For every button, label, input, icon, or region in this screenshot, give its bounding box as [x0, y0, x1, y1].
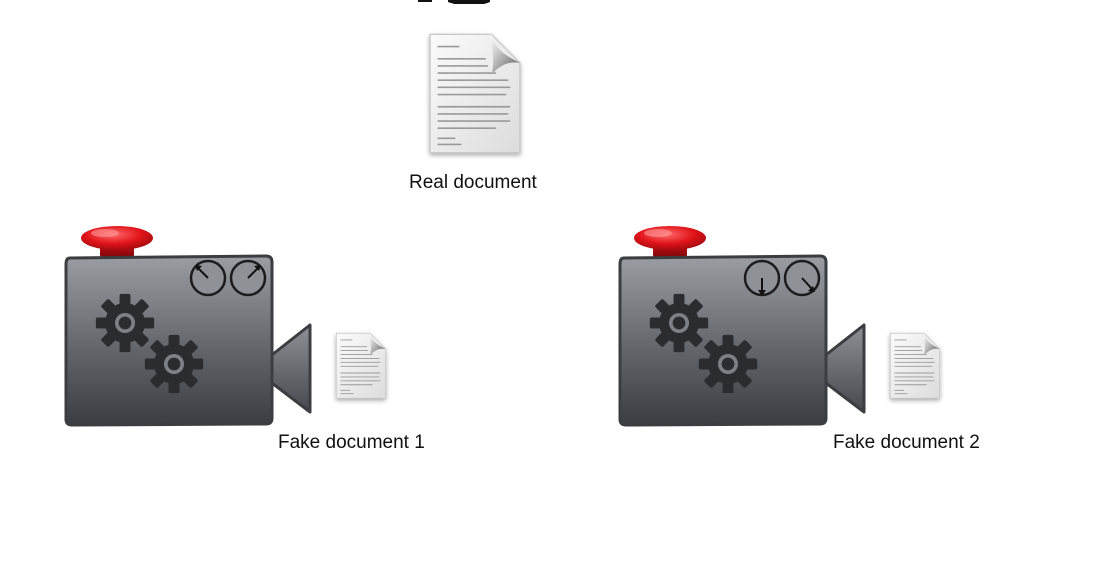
fake-document-1-label: Fake document 1 [278, 432, 425, 453]
fake-document-1-icon [335, 332, 387, 399]
gear-icon [95, 293, 155, 353]
dial-icon [743, 259, 781, 297]
dial-icon [229, 259, 267, 297]
dial-icon [783, 259, 821, 297]
camera-lens-icon [820, 323, 866, 414]
camera-lens-icon [266, 323, 312, 414]
dial-icon [189, 259, 227, 297]
camera-machine-2 [618, 226, 866, 427]
real-document-label: Real document [409, 172, 537, 193]
gear-icon [698, 334, 758, 394]
gear-icon [649, 293, 709, 353]
camera-machine-1 [64, 226, 312, 427]
red-button-icon [634, 226, 706, 258]
red-button-icon [81, 226, 153, 258]
gear-icon [144, 334, 204, 394]
fake-document-2-icon [889, 332, 941, 399]
cropped-heading-fragment [0, 0, 1100, 4]
real-document-icon [429, 33, 521, 154]
fake-document-2-label: Fake document 2 [833, 432, 980, 453]
